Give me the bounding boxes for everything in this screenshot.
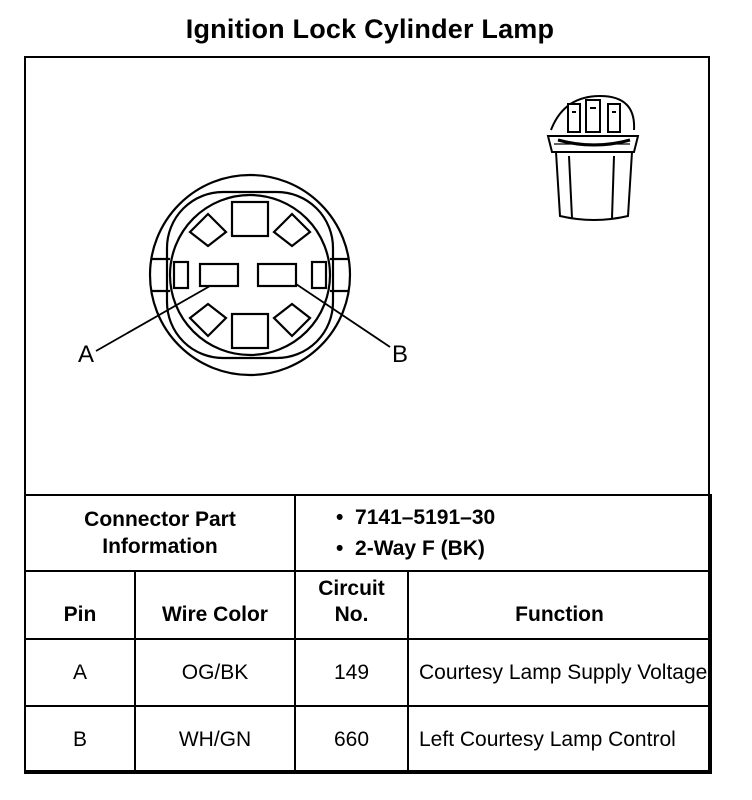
diagram-area: A B (24, 56, 710, 494)
callout-b: B (392, 341, 409, 368)
cavity-b (256, 262, 298, 288)
connector-part-label: Connector Part Information (24, 494, 296, 572)
header-wire-color: Wire Color (134, 570, 296, 640)
diagram-svg (95, 94, 640, 377)
table-row: A OG/BK 149 Courtesy Lamp Supply Voltage (24, 638, 712, 707)
cavity-a (198, 262, 240, 288)
callout-a: A (78, 341, 95, 368)
connector-part-number: • 7141–5191–30 (336, 506, 496, 529)
diagram-title: Ignition Lock Cylinder Lamp (185, 14, 555, 44)
row-b-pin: B (24, 705, 136, 774)
connector-face-icon (148, 173, 352, 377)
connector-part-row: Connector Part Information • 7141–5191–3… (24, 494, 712, 572)
row-a-circuit: 149 (294, 638, 409, 707)
row-a-function: Courtesy Lamp Supply Voltage (407, 638, 712, 707)
row-b-wire-color: WH/GN (134, 705, 296, 774)
connector-part-values: • 7141–5191–30 • 2-Way F (BK) (294, 494, 712, 572)
header-circuit: Circuit No. (294, 570, 409, 640)
row-a-pin: A (24, 638, 136, 707)
callout-b-leader (295, 283, 391, 348)
header-function: Function (407, 570, 712, 640)
callout-a-leader (95, 285, 211, 352)
row-b-circuit: 660 (294, 705, 409, 774)
row-a-wire-color: OG/BK (134, 638, 296, 707)
header-pin: Pin (24, 570, 136, 640)
row-b-function: Left Courtesy Lamp Control (407, 705, 712, 774)
bulb-socket-icon (546, 94, 640, 221)
table-row: B WH/GN 660 Left Courtesy Lamp Control (24, 705, 712, 774)
connector-table: Connector Part Information • 7141–5191–3… (24, 494, 712, 774)
connector-type: • 2-Way F (BK) (336, 537, 485, 560)
table-header-row: Pin Wire Color Circuit No. Function (24, 570, 712, 640)
